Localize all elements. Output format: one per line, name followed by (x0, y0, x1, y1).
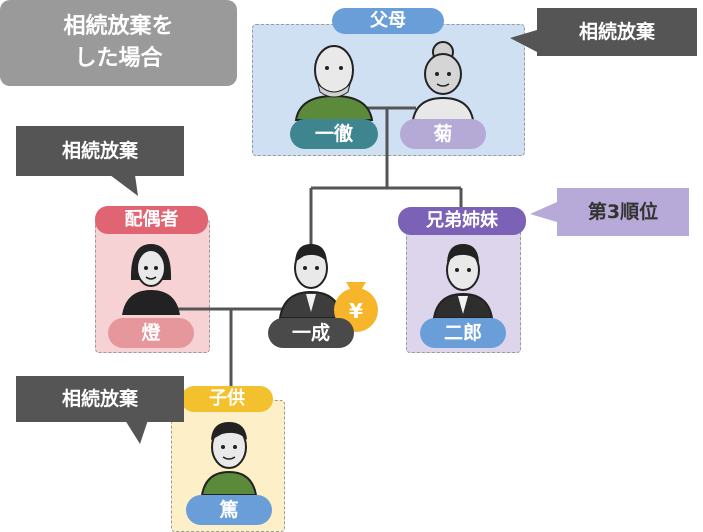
parents-callout: 相続放棄 (537, 8, 697, 56)
callout-tail-spouse (110, 175, 138, 196)
siblings-rank-callout: 第3順位 (557, 188, 689, 236)
title-line-2: した場合 (74, 46, 163, 71)
spouse-callout: 相続放棄 (16, 126, 184, 176)
callout-tail-child (125, 420, 148, 444)
mother-avatar-icon (411, 41, 475, 121)
spouse-label: 配偶者 (95, 206, 208, 234)
parents-label: 父母 (332, 8, 444, 34)
sibling-name: 二郎 (420, 318, 506, 348)
mother-name: 菊 (400, 119, 486, 149)
title-line-1: 相続放棄を (63, 14, 174, 39)
child-callout: 相続放棄 (16, 376, 184, 422)
money-symbol: ¥ (349, 299, 363, 323)
child-label: 子供 (181, 386, 273, 412)
deceased-avatar-icon (278, 244, 344, 319)
father-avatar-icon (294, 45, 374, 121)
siblings-label: 兄弟姉妹 (398, 207, 526, 235)
sibling-avatar-icon (432, 244, 494, 319)
father-name: 一徹 (290, 119, 378, 149)
callout-tail-parents (510, 30, 537, 52)
child-avatar-icon (200, 422, 258, 496)
spouse-avatar-icon (122, 244, 180, 315)
deceased-name: 一成 (268, 318, 354, 348)
spouse-name: 燈 (108, 318, 194, 348)
callout-tail-siblings (530, 202, 557, 222)
title-box: 相続放棄を した場合 (0, 0, 237, 86)
child-name: 篤 (186, 495, 272, 525)
